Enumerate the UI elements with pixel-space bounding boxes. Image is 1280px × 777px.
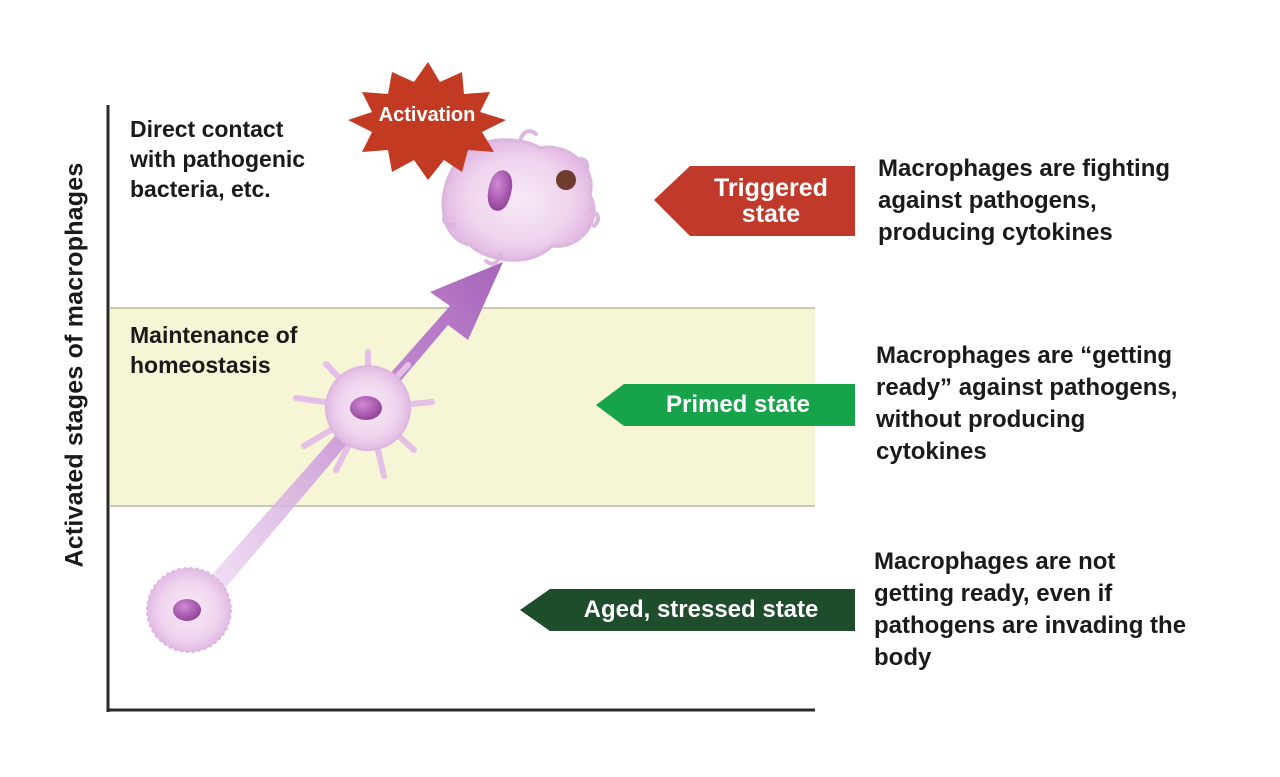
description-line: without producing — [876, 406, 1086, 433]
description-line: body — [874, 644, 932, 671]
resting-macrophage-cell-icon — [146, 567, 232, 653]
tag-line: Triggered — [714, 174, 828, 202]
context-line: bacteria, etc. — [130, 176, 271, 202]
primed-state-tag: Primed state — [665, 391, 811, 418]
description-line: pathogens are invading the — [874, 612, 1187, 639]
context-line: Maintenance of — [130, 322, 298, 348]
activated-macrophage-cell-icon — [441, 129, 601, 266]
triggered-context-label: Direct contact with pathogenic bacteria,… — [130, 114, 305, 204]
tag-line: state — [741, 200, 801, 228]
primed-tag-shape — [596, 384, 855, 426]
description-line: ready” against pathogens, — [876, 374, 1178, 401]
context-line: with pathogenic — [130, 146, 306, 172]
activation-label: Activation — [378, 104, 476, 126]
primed-description: Macrophages are “getting ready” against … — [876, 340, 1177, 468]
aged-description: Macrophages are not getting ready, even … — [874, 546, 1186, 674]
description-line: cytokines — [876, 438, 987, 465]
triggered-tag-shape — [654, 166, 855, 236]
triggered-state-tag: Triggered state — [688, 167, 854, 235]
starburst-icon — [348, 62, 506, 180]
aged-tag-shape — [520, 589, 855, 631]
triggered-description: Macrophages are fighting against pathoge… — [878, 153, 1170, 249]
context-line: homeostasis — [130, 352, 271, 378]
description-line: Macrophages are “getting — [876, 342, 1173, 369]
description-line: Macrophages are not — [874, 548, 1116, 575]
y-axis-label: Activated stages of macrophages — [60, 162, 89, 568]
primed-macrophage-cell-icon — [293, 349, 435, 479]
description-line: getting ready, even if — [874, 580, 1113, 607]
primed-context-label: Maintenance of homeostasis — [130, 320, 297, 380]
aged-state-tag: Aged, stressed state — [583, 596, 819, 623]
context-line: Direct contact — [130, 116, 284, 142]
description-line: producing cytokines — [878, 219, 1113, 246]
description-line: against pathogens, — [878, 187, 1097, 214]
description-line: Macrophages are fighting — [878, 155, 1171, 182]
